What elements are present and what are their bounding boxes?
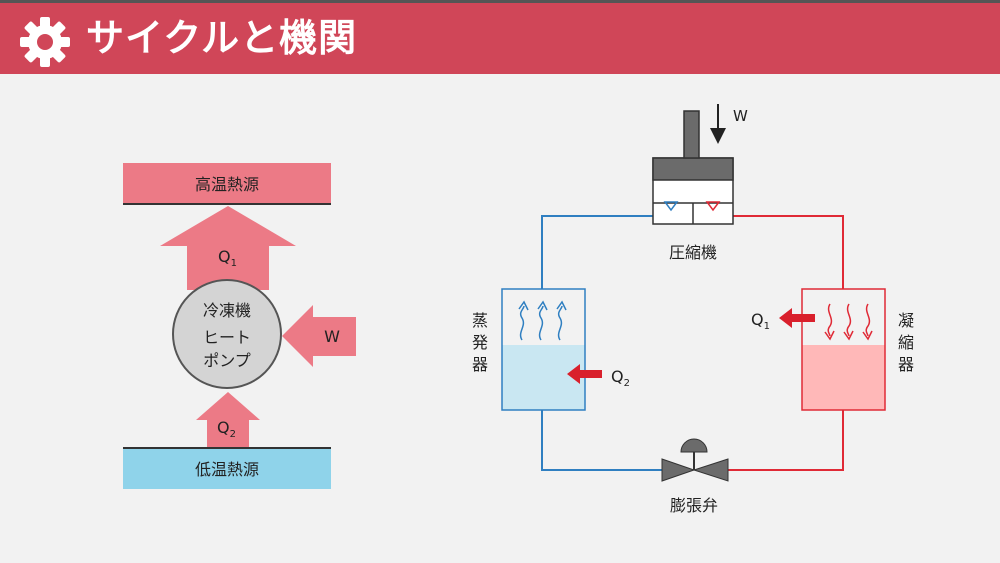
refrigerator-circle <box>172 279 282 389</box>
condenser-body <box>801 288 886 411</box>
evaporator-char-1: 蒸 <box>472 311 488 330</box>
evaporator: 蒸 発 器 Q2 <box>472 288 630 411</box>
vapor-wave-3 <box>557 305 563 341</box>
work-arrow <box>282 305 356 367</box>
compressor-work-label: W <box>733 107 748 125</box>
vapor-wave-2 <box>538 305 544 341</box>
compressor-label: 圧縮機 <box>669 243 717 262</box>
vapor-arrowhead-3 <box>556 300 567 311</box>
exhaust-valve <box>705 201 721 212</box>
condenser-char-3: 器 <box>898 355 914 374</box>
compressor-rod <box>683 110 700 159</box>
condense-wave-1 <box>827 303 833 337</box>
condenser: 凝 縮 器 Q1 <box>751 288 914 411</box>
condense-arrowhead-3 <box>862 330 873 341</box>
intake-valve <box>663 201 679 212</box>
high-temp-reservoir <box>123 163 331 204</box>
vapor-wave-1 <box>519 305 525 341</box>
expansion-valve: 膨張弁 <box>661 438 729 515</box>
q1-heat-arrow <box>160 206 296 290</box>
q1-arrow <box>779 308 815 328</box>
left-work-label: W <box>324 327 340 346</box>
title-bar: サイクルと機関 <box>0 3 1000 74</box>
vapor-arrowhead-2 <box>537 300 548 311</box>
machine-label-line3: ポンプ <box>203 351 251 370</box>
evaporator-body <box>501 288 586 411</box>
right-q1-label: Q1 <box>751 310 770 332</box>
compressor-piston <box>652 157 734 181</box>
condense-wave-3 <box>865 303 871 337</box>
hot-pipe-top <box>733 215 844 289</box>
gear-icon <box>20 17 70 67</box>
cold-pipe-bottom <box>541 410 662 471</box>
left-q1-label: Q1 <box>218 247 237 269</box>
machine-label-line1: 冷凍機 <box>203 301 251 320</box>
evaporator-char-2: 発 <box>472 333 488 352</box>
condenser-char-1: 凝 <box>898 311 914 330</box>
vapor-compression-cycle: W 圧縮機 蒸 発 器 Q2 <box>472 104 914 515</box>
high-temp-label: 高温熱源 <box>195 175 259 194</box>
q2-arrow <box>567 364 602 384</box>
low-temp-reservoir <box>123 448 331 489</box>
refrigeration-cycle-diagram: 高温熱源 Q1 Q2 W 冷凍機 ヒート ポンプ 低温熱源 <box>123 104 914 515</box>
left-q2-label: Q2 <box>217 418 236 440</box>
vapor-arrowhead-1 <box>518 300 529 311</box>
q2-heat-arrow <box>196 392 260 448</box>
condenser-liquid <box>802 345 885 410</box>
condense-wave-2 <box>846 303 852 337</box>
top-border <box>0 0 1000 3</box>
condense-arrowhead-1 <box>824 330 835 341</box>
evaporator-char-3: 器 <box>472 355 488 374</box>
cold-pipe-top <box>541 215 653 289</box>
low-temp-label: 低温熱源 <box>195 460 259 479</box>
evaporator-liquid <box>502 345 585 410</box>
condenser-char-2: 縮 <box>898 333 914 352</box>
hot-pipe-bottom <box>728 410 844 471</box>
machine-label-line2: ヒート <box>203 328 251 347</box>
valve-handle <box>680 438 708 453</box>
heat-pump-diagram: 高温熱源 Q1 Q2 W 冷凍機 ヒート ポンプ 低温熱源 <box>123 163 356 489</box>
page-title: サイクルと機関 <box>86 16 358 60</box>
condense-arrowhead-2 <box>843 330 854 341</box>
compressor: W 圧縮機 <box>652 104 748 262</box>
right-q2-label: Q2 <box>611 367 630 389</box>
valve-label: 膨張弁 <box>670 496 718 515</box>
